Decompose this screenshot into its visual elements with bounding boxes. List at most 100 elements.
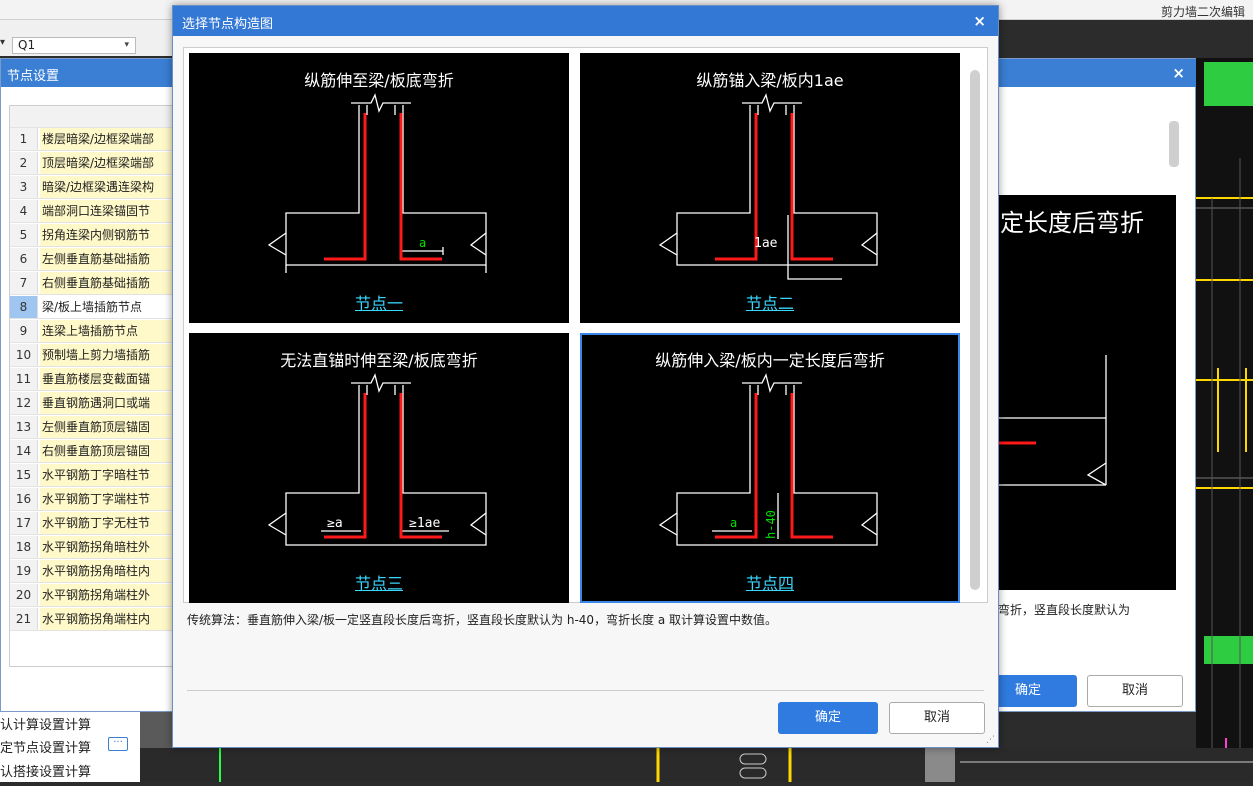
row-number: 12 [10,392,38,414]
row-number: 4 [10,200,38,222]
row-number: 10 [10,344,38,366]
close-icon[interactable]: × [973,12,986,30]
row-text: 拐角连梁内侧钢筋节 [40,224,175,246]
row-text: 水平钢筋拐角端柱内 [40,608,175,630]
dim-label: 1ae [754,236,778,251]
cad-canvas-bottom[interactable] [140,748,1253,782]
cad-drawing-bottom [219,748,1253,782]
row-text: 暗梁/边框梁遇连梁构 [40,176,175,198]
list-item[interactable]: 认搭接设置计算 [0,765,92,780]
scrollbar[interactable] [1169,121,1179,167]
node-settings-title: 节点设置 [7,69,60,84]
scrollbar[interactable] [970,70,980,590]
row-text: 水平钢筋丁字无柱节 [40,512,175,534]
calc-settings-list: 认计算设置计算 定节点设置计算 ··· 认搭接设置计算 [0,712,140,782]
list-item[interactable]: 定节点设置计算 [0,741,92,756]
node-panel-2[interactable]: 1ae 纵筋锚入梁/板内1ae 节点二 [580,53,960,323]
node-panel-3[interactable]: ≥a ≥1ae 无法直锚时伸至梁/板底弯折 节点三 [189,333,569,603]
row-number: 2 [10,152,38,174]
row-text: 垂直筋楼层变截面锚 [40,368,175,390]
node-gallery: a 纵筋伸至梁/板底弯折 节点一 1ae 纵筋锚入 [183,47,988,603]
row-text: 左侧垂直筋基础插筋 [40,248,175,270]
panel-label: 节点四 [745,574,794,593]
module-label[interactable]: 剪力墙二次编辑 [1160,5,1245,19]
cad-canvas[interactable] [1196,58,1253,782]
node-description: 传统算法：垂直筋伸入梁/板一定竖直段长度后弯折，竖直段长度默认为 h-40，弯折… [187,613,778,627]
preview-drawing [996,355,1107,486]
row-text: 端部洞口连梁锚固节 [40,200,175,222]
select-node-dialog: 选择节点构造图 × a 纵筋伸至梁/板底弯折 [172,5,999,748]
row-text: 水平钢筋丁字暗柱节 [40,464,175,486]
row-number: 6 [10,248,38,270]
resize-grip-icon[interactable]: ⋰ [986,735,995,745]
node-3-drawing: ≥a ≥1ae [267,373,487,546]
panel-title: 纵筋锚入梁/板内1ae [696,71,844,90]
bg-cancel-button[interactable]: 取消 [1087,675,1183,707]
node-panel-4[interactable]: a h-40 纵筋伸入梁/板内一定长度后弯折 节点四 [580,333,960,603]
panel-label: 节点一 [354,294,403,313]
row-text: 垂直钢筋遇洞口或端 [40,392,175,414]
row-number: 9 [10,320,38,342]
row-text: 水平钢筋拐角端柱外 [40,584,175,606]
dim-label: a [419,236,426,250]
row-number: 13 [10,416,38,438]
row-text: 右侧垂直筋基础插筋 [40,272,175,294]
row-text: 楼层暗梁/边框梁端部 [40,128,175,150]
row-number: 5 [10,224,38,246]
panel-label: 节点二 [745,294,794,313]
chevron-down-icon: ▾ [124,40,129,50]
row-text: 水平钢筋拐角暗柱外 [40,536,175,558]
ok-button[interactable]: 确定 [778,702,878,734]
row-text: 右侧垂直筋顶层锚固 [40,440,175,462]
panel-title: 纵筋伸入梁/板内一定长度后弯折 [655,351,885,370]
chevron-down-icon[interactable]: ▾ [0,37,6,48]
dialog-titlebar: 选择节点构造图 × [173,6,998,36]
row-text: 预制墙上剪力墙插筋 [40,344,175,366]
row-number: 3 [10,176,38,198]
divider [187,690,984,691]
row-number: 18 [10,536,38,558]
close-icon[interactable]: × [1172,64,1185,82]
row-text: 连梁上墙插筋节点 [40,320,175,342]
row-number: 1 [10,128,38,150]
row-number: 20 [10,584,38,606]
panel-title: 无法直锚时伸至梁/板底弯折 [280,351,478,370]
row-text: 水平钢筋丁字端柱节 [40,488,175,510]
floor-select[interactable]: Q1 ▾ [12,37,136,54]
cancel-button[interactable]: 取消 [889,702,985,734]
dim-label-vertical: h-40 [764,510,778,539]
row-number: 7 [10,272,38,294]
node-panel-1[interactable]: a 纵筋伸至梁/板底弯折 节点一 [189,53,569,323]
dialog-title: 选择节点构造图 [182,17,274,32]
node-4-drawing: a h-40 [658,373,878,546]
floor-select-value: Q1 [18,38,36,52]
row-text: 梁/板上墙插筋节点 [40,296,175,318]
list-item[interactable]: 认计算设置计算 [0,718,92,733]
preview-title: 定长度后弯折 [1000,209,1144,237]
row-text: 顶层暗梁/边框梁端部 [40,152,175,174]
dim-label: a [730,516,737,530]
more-button[interactable]: ··· [108,737,128,751]
row-number: 15 [10,464,38,486]
